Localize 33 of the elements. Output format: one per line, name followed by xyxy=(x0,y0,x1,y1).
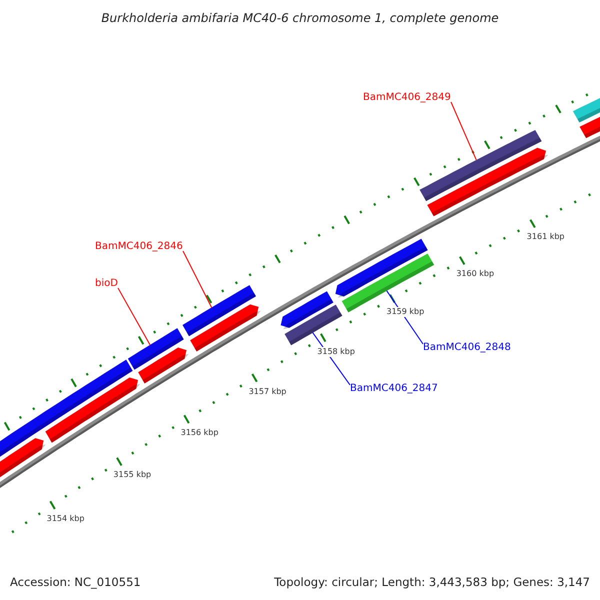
accession-text: Accession: NC_010551 xyxy=(10,574,141,591)
leader-line xyxy=(182,250,212,308)
gene-feature-bar xyxy=(427,148,548,216)
scale-label: 3156 kbp xyxy=(180,428,218,438)
map-title: Burkholderia ambifaria MC40-6 chromosome 1, complete genome xyxy=(100,10,500,27)
scale-label: 3159 kbp xyxy=(386,307,424,318)
gene-feature-bar xyxy=(0,360,133,457)
gene-label: BamMC406_2848 xyxy=(423,342,511,353)
scale-label: 3161 kbp xyxy=(526,232,564,242)
genome-info-text: Topology: circular; Length: 3,443,583 bp; Genes: 3,147 xyxy=(274,574,590,591)
gene-feature-bar xyxy=(572,98,600,122)
scale-label: 3154 kbp xyxy=(46,514,84,524)
gene-feature-bar xyxy=(45,378,140,443)
leader-line xyxy=(450,102,477,160)
gene-feature-bar xyxy=(420,130,542,202)
scale-label: 3157 kbp xyxy=(248,386,286,397)
gene-feature-bar xyxy=(182,285,256,336)
gene-label: BamMC406_2849 xyxy=(363,92,451,103)
gene-label: BamMC406_2847 xyxy=(350,383,438,394)
gene-label: BamMC406_2846 xyxy=(95,241,183,252)
gene-feature-bar xyxy=(580,116,600,138)
scale-label: 3155 kbp xyxy=(113,470,152,480)
gene-feature-bar xyxy=(335,238,428,298)
gene-feature-bar xyxy=(280,291,334,330)
scale-label: 3158 kbp xyxy=(317,346,355,357)
scale-label: 3160 kbp xyxy=(456,269,494,280)
gene-feature-bar xyxy=(190,304,261,352)
gene-feature-bar xyxy=(284,304,342,346)
gene-feature-bar xyxy=(138,348,189,384)
gene-label: bioD xyxy=(95,278,118,289)
leader-line xyxy=(118,288,151,346)
gene-feature-bar xyxy=(0,438,46,478)
gene-feature-bar xyxy=(128,328,184,370)
